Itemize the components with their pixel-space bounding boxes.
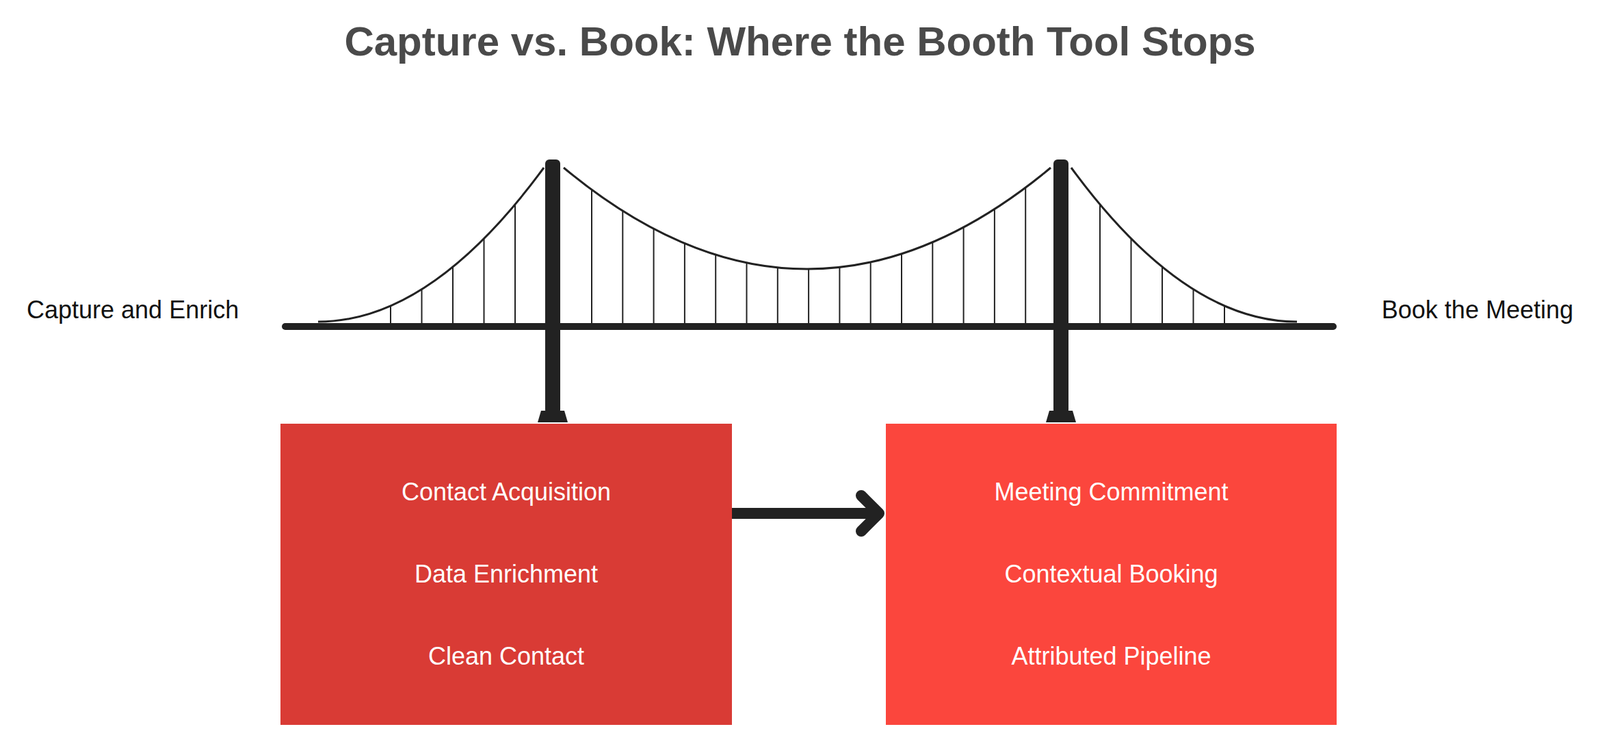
side-label: Capture and Enrich xyxy=(26,295,239,325)
box-text: Contextual Booking xyxy=(1004,559,1218,589)
box-text: Clean Contact xyxy=(428,641,585,671)
bridge-hanger xyxy=(714,254,717,324)
bridge-hanger xyxy=(1192,289,1195,324)
process-box: Meeting CommitmentContextual BookingAttr… xyxy=(885,423,1337,725)
diagram-title: Capture vs. Book: Where the Booth Tool S… xyxy=(0,17,1600,65)
flow-arrow xyxy=(731,495,880,531)
bridge-hanger xyxy=(963,227,965,324)
bridge-cable xyxy=(563,167,1051,269)
bridge-hanger xyxy=(1223,305,1226,324)
bridge-hanger xyxy=(777,267,779,324)
box-text: Contact Acquisition xyxy=(401,477,611,507)
box-text: Attributed Pipeline xyxy=(1011,641,1211,671)
bridge-hanger xyxy=(684,243,686,324)
bridge-hanger xyxy=(653,228,655,324)
bridge-hanger xyxy=(1099,204,1101,324)
bridge-hanger xyxy=(993,208,996,324)
bridge-tower xyxy=(1053,159,1069,414)
box-text: Meeting Commitment xyxy=(993,477,1228,507)
bridge-tower xyxy=(545,159,561,414)
tower-base xyxy=(537,410,568,423)
bridge-hanger xyxy=(870,261,872,324)
bridge-hanger xyxy=(807,268,810,324)
bridge-hanger xyxy=(452,266,454,324)
bridge-hanger xyxy=(1130,238,1133,324)
arrow-path xyxy=(731,495,880,531)
bridge-hanger xyxy=(1024,187,1027,324)
bridge-hangers xyxy=(390,187,1225,324)
process-box: Contact AcquisitionData EnrichmentClean … xyxy=(280,423,732,725)
bridge-deck xyxy=(285,322,1334,330)
bridge-hanger xyxy=(421,289,423,324)
bridge-hanger xyxy=(483,238,485,324)
bridge-hanger xyxy=(746,262,748,324)
bridge-hanger xyxy=(1161,266,1163,324)
side-label: Book the Meeting xyxy=(1381,295,1574,325)
bridge-hanger xyxy=(838,266,841,324)
bridge-hanger xyxy=(591,189,593,324)
bridge-hanger xyxy=(931,242,934,324)
bridge-hanger xyxy=(621,210,624,324)
bridge-hanger xyxy=(900,253,903,324)
tower-base xyxy=(1045,410,1077,423)
box-text: Data Enrichment xyxy=(414,559,598,589)
bridge-hanger xyxy=(389,305,392,324)
bridge-cable xyxy=(318,167,544,322)
bridge-cable xyxy=(1071,167,1297,322)
bridge-hanger xyxy=(514,204,516,324)
